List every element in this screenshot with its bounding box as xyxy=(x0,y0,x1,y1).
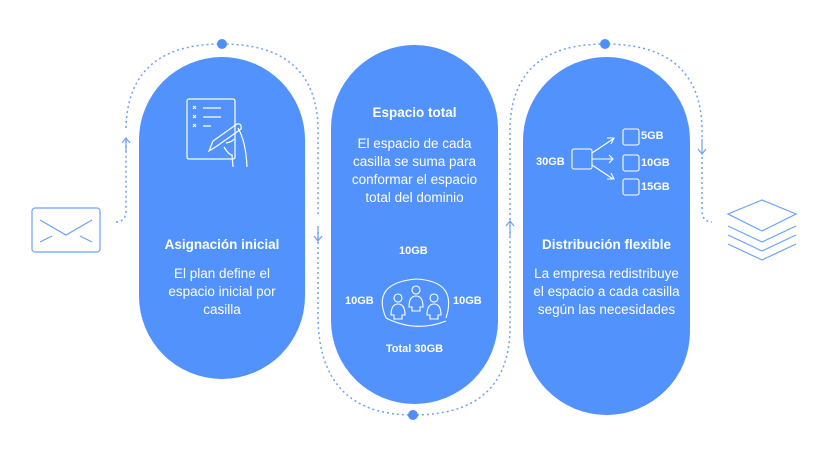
envelope-icon xyxy=(31,207,101,253)
distribution-icon xyxy=(571,128,640,196)
target-label: 5GB xyxy=(641,130,664,142)
checklist-sign-icon xyxy=(186,98,248,168)
step-card-3: 30GB 5GB 10GB 15GB Distribución flexible… xyxy=(523,57,690,415)
slot-label: 10GB xyxy=(345,295,374,307)
users-group-icon xyxy=(381,278,450,327)
step-description: El espacio de cada casilla se suma para … xyxy=(351,136,478,205)
arrow-down-icon xyxy=(313,226,323,242)
step-title: Distribución flexible xyxy=(541,237,672,252)
arrow-up-icon xyxy=(505,220,515,236)
dot xyxy=(600,39,610,49)
slot-label: 10GB xyxy=(399,245,428,257)
step-title: Espacio total xyxy=(372,105,457,120)
arrow-down-icon xyxy=(697,139,707,155)
slot-label: 10GB xyxy=(453,295,482,307)
step-card-2: Espacio total El espacio de cada casilla… xyxy=(331,45,498,404)
step-title: Asignación inicial xyxy=(164,237,280,252)
source-label: 30GB xyxy=(536,156,565,168)
target-label: 10GB xyxy=(641,157,670,169)
dot xyxy=(408,410,418,420)
layers-icon xyxy=(726,199,798,261)
step-card-1: Asignación inicial El plan define el esp… xyxy=(139,57,305,379)
step-description: El plan define el espacio inicial por ca… xyxy=(168,266,276,317)
total-label: Total 30GB xyxy=(385,343,444,355)
arrow-up-icon xyxy=(121,137,131,152)
target-label: 15GB xyxy=(641,181,670,193)
step-description: La empresa redistribuye el espacio a cad… xyxy=(533,266,680,317)
dot xyxy=(217,39,227,49)
